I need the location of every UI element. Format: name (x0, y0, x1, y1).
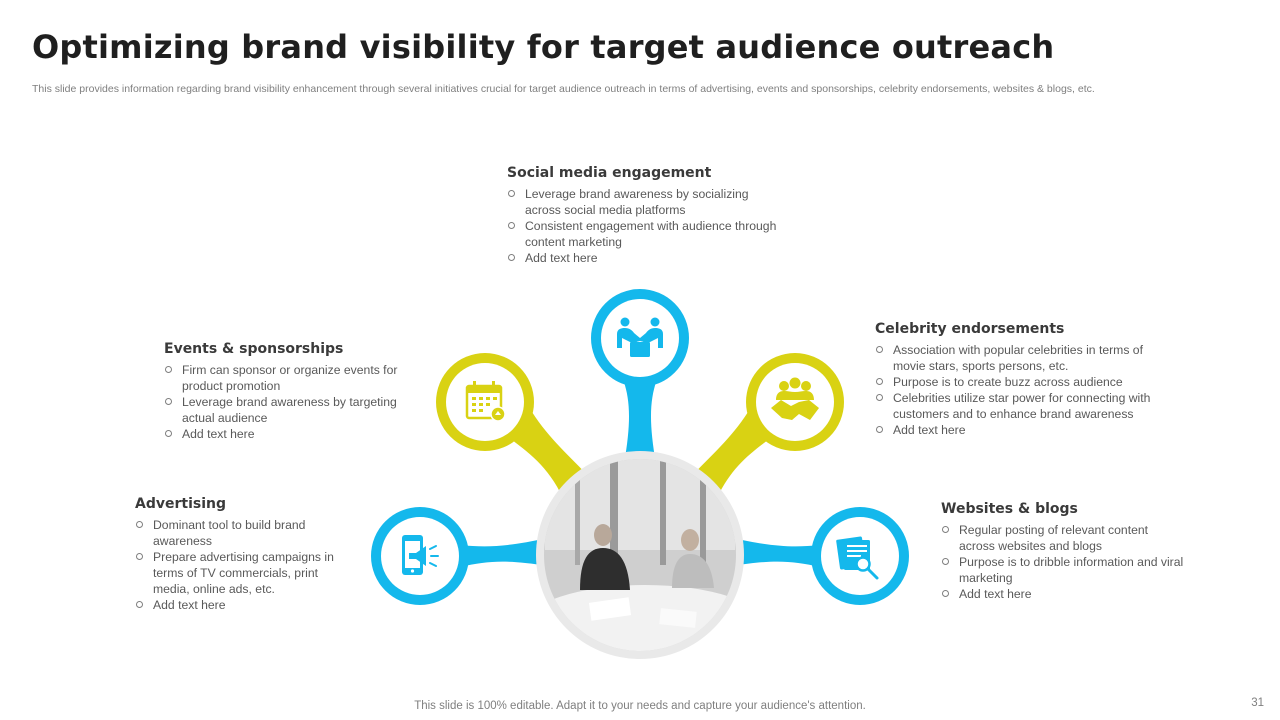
list-item: Leverage brand awareness by socializing … (507, 186, 777, 218)
list-item: Add text here (875, 422, 1155, 438)
social-media-heading: Social media engagement (507, 165, 712, 181)
events-list: Firm can sponsor or organize events for … (164, 362, 404, 442)
connector-celebrity (690, 412, 772, 498)
list-item: Add text here (164, 426, 404, 442)
social-media-block: Social media engagement Leverage brand a… (507, 165, 777, 266)
connector-social-media (621, 374, 659, 464)
list-item: Add text here (135, 597, 340, 613)
slide-footer: This slide is 100% editable. Adapt it to… (414, 700, 866, 712)
events-block: Events & sponsorships Firm can sponsor o… (164, 341, 404, 442)
list-item: Add text here (507, 250, 777, 266)
celebrity-block: Celebrity endorsements Association with … (875, 321, 1155, 438)
node-events (436, 353, 534, 451)
celebrity-list: Association with popular celebrities in … (875, 342, 1155, 438)
social-media-list: Leverage brand awareness by socializing … (507, 186, 777, 266)
hub-connectors (460, 374, 820, 567)
advertising-list: Dominant tool to build brand awareness P… (135, 517, 340, 613)
node-celebrity (746, 353, 844, 451)
list-item: Association with popular celebrities in … (875, 342, 1155, 374)
calendar-icon (465, 381, 506, 422)
node-social-media (591, 289, 689, 387)
list-item: Add text here (941, 586, 1186, 602)
list-item: Firm can sponsor or organize events for … (164, 362, 404, 394)
list-item: Purpose is to create buzz across audienc… (875, 374, 1155, 390)
list-item: Regular posting of relevant content acro… (941, 522, 1186, 554)
websites-heading: Websites & blogs (941, 501, 1078, 517)
documents-search-icon (836, 536, 879, 580)
websites-list: Regular posting of relevant content acro… (941, 522, 1186, 602)
websites-block: Websites & blogs Regular posting of rele… (941, 501, 1186, 602)
list-item: Prepare advertising campaigns in terms o… (135, 549, 340, 597)
connector-events (508, 412, 590, 498)
advertising-block: Advertising Dominant tool to build brand… (135, 496, 340, 613)
page-number: 31 (1251, 697, 1264, 709)
list-item: Consistent engagement with audience thro… (507, 218, 777, 250)
advertising-heading: Advertising (135, 496, 226, 512)
slide-subtitle: This slide provides information regardin… (32, 83, 1095, 95)
list-item: Dominant tool to build brand awareness (135, 517, 340, 549)
list-item: Purpose is to dribble information and vi… (941, 554, 1186, 586)
slide-title: Optimizing brand visibility for target a… (32, 28, 1055, 66)
connector-advertising (460, 538, 548, 567)
mobile-megaphone-icon (402, 535, 439, 575)
connector-websites (732, 538, 820, 567)
list-item: Celebrities utilize star power for conne… (875, 390, 1155, 422)
team-handshake-icon (617, 317, 663, 357)
handshake-group-icon (771, 377, 819, 420)
celebrity-heading: Celebrity endorsements (875, 321, 1065, 337)
node-advertising (371, 507, 469, 605)
node-websites (811, 507, 909, 605)
list-item: Leverage brand awareness by targeting ac… (164, 394, 404, 426)
events-heading: Events & sponsorships (164, 341, 344, 357)
